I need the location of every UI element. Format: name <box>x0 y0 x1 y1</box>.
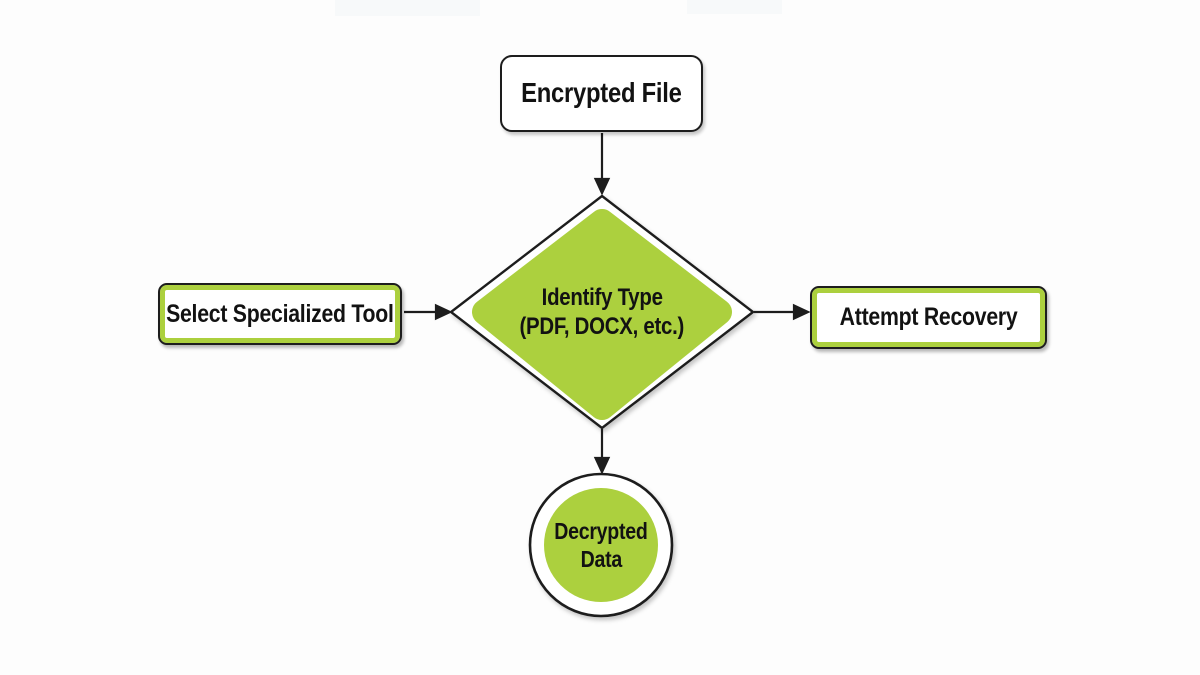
arrow-identify-to-decrypted <box>593 429 611 475</box>
background-artifact <box>687 0 782 14</box>
flow-arrows <box>404 133 811 475</box>
diamond-green-fill <box>472 209 732 420</box>
decision-diamond-shape <box>449 194 755 430</box>
background-artifact <box>335 0 480 16</box>
circle-green-fill <box>544 488 658 602</box>
terminal-circle-shape <box>528 472 674 618</box>
node-attempt-recovery-label: Attempt Recovery <box>839 303 1018 331</box>
arrow-encrypted-to-identify <box>593 133 611 196</box>
arrow-identify-to-attempt <box>754 303 811 321</box>
node-select-specialized-tool-label: Select Specialized Tool <box>166 299 394 328</box>
node-encrypted-file <box>500 55 703 132</box>
node-attempt-recovery: Attempt Recovery <box>810 286 1047 349</box>
node-select-specialized-tool: Select Specialized Tool <box>158 283 402 345</box>
arrow-select-to-identify <box>404 303 453 321</box>
